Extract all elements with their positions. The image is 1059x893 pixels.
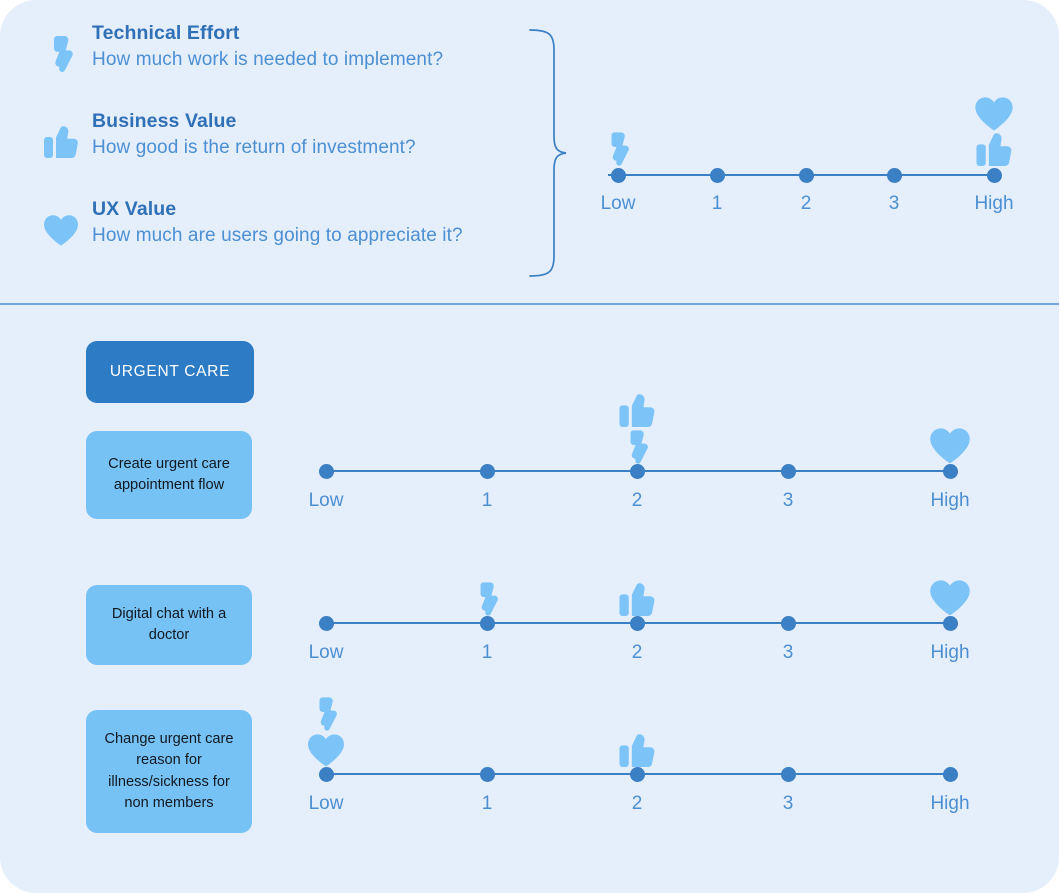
scale-dot[interactable] (318, 616, 334, 631)
heart-icon (40, 208, 82, 252)
heart-icon (308, 734, 344, 767)
scale-dot[interactable] (709, 168, 725, 183)
scale-tick-label: High (930, 793, 970, 814)
lightning-icon (475, 582, 499, 616)
scale-dot[interactable] (942, 767, 958, 782)
legend-question: How good is the return of investment? (92, 137, 416, 158)
scale-dot[interactable] (629, 464, 645, 479)
scale-tick-label: High (930, 642, 970, 663)
heart-icon (930, 580, 970, 616)
thumbs-up-icon (619, 583, 655, 616)
scale-dot[interactable] (629, 616, 645, 631)
task-scale-row: Low 1 2 3 High (309, 394, 970, 511)
task-card[interactable]: Change urgent care reason for illness/si… (86, 710, 252, 833)
scale-tick-label: 3 (782, 793, 794, 814)
scale-tick-label: 1 (711, 193, 723, 214)
legend-item-technical-effort: Technical Effort How much work is needed… (36, 22, 506, 114)
legend-title: Business Value (92, 110, 237, 132)
thumbs-up-icon (976, 133, 1012, 166)
scale-dot[interactable] (942, 464, 958, 479)
scale-tick-label: 3 (888, 193, 900, 214)
scale-dot[interactable] (780, 767, 796, 782)
marker-stack (930, 428, 970, 464)
legend-criteria-list: Technical Effort How much work is needed… (36, 22, 506, 290)
lightning-icon (606, 132, 630, 166)
scale-tick-label: 1 (481, 642, 493, 663)
curly-brace-icon (524, 28, 572, 278)
scale-dot[interactable] (886, 168, 902, 183)
scale-dot[interactable] (780, 616, 796, 631)
scale-tick-label: Low (308, 490, 344, 511)
scale-tick-label: 1 (481, 490, 493, 511)
scale-dot[interactable] (479, 464, 495, 479)
scale-tick-label: 2 (631, 490, 643, 511)
lightning-icon (314, 697, 338, 731)
task-card[interactable]: Digital chat with a doctor (86, 585, 252, 665)
scale-tick-label: 3 (782, 490, 794, 511)
scale-dot[interactable] (942, 616, 958, 631)
scale-dot[interactable] (798, 168, 814, 183)
scale-tick-label: 2 (631, 793, 643, 814)
panel-divider (0, 303, 1059, 305)
scale-tick-label: High (974, 193, 1014, 214)
scale-tick-label: 3 (782, 642, 794, 663)
scale-tick-label: Low (600, 193, 636, 214)
scale-tick-label: 2 (631, 642, 643, 663)
scale-tick-label: Low (308, 793, 344, 814)
legend-high-markers (975, 97, 1013, 166)
marker-stack (619, 394, 655, 464)
group-badge-urgent-care[interactable]: URGENT CARE (86, 341, 254, 403)
legend-question: How much are users going to appreciate i… (92, 225, 463, 246)
thumbs-up-icon (619, 734, 655, 767)
heart-icon (930, 428, 970, 464)
scale-tick-label: 1 (481, 793, 493, 814)
legend-panel: Technical Effort How much work is needed… (0, 0, 1059, 305)
task-card[interactable]: Create urgent care appointment flow (86, 431, 252, 519)
scale-dot[interactable] (986, 168, 1002, 183)
scale-dot[interactable] (318, 464, 334, 479)
scale-dot[interactable] (780, 464, 796, 479)
legend-title: UX Value (92, 198, 177, 220)
thumbs-up-icon (619, 394, 655, 427)
legend-title: Technical Effort (92, 22, 240, 44)
legend-low-markers (606, 132, 630, 166)
scale-tick-label: 2 (800, 193, 812, 214)
lightning-icon (625, 430, 649, 464)
heart-icon (975, 97, 1013, 131)
scale-dot[interactable] (629, 767, 645, 782)
scale-dot[interactable] (318, 767, 334, 782)
matrix-panel: URGENT CARE Create urgent care appointme… (0, 305, 1059, 893)
task-scale-row: Low 1 2 3 High (309, 580, 970, 663)
marker-stack (308, 697, 344, 767)
scale-tick-label: High (930, 490, 970, 511)
legend-item-ux-value: UX Value How much are users going to app… (36, 198, 506, 290)
task-scale-row: Low 1 2 3 High (308, 697, 970, 814)
legend-question: How much work is needed to implement? (92, 49, 444, 70)
thumbs-up-icon (40, 120, 82, 164)
scale-dot[interactable] (479, 616, 495, 631)
scale-dot[interactable] (479, 767, 495, 782)
legend-scale: Low 1 2 3 High (600, 97, 1014, 214)
scale-dot[interactable] (610, 168, 626, 183)
lightning-icon (40, 32, 82, 76)
marker-stack (619, 583, 655, 616)
marker-stack (930, 580, 970, 616)
scale-tick-label: Low (308, 642, 344, 663)
legend-item-business-value: Business Value How good is the return of… (36, 110, 506, 202)
marker-stack (475, 582, 499, 616)
marker-stack (619, 734, 655, 767)
